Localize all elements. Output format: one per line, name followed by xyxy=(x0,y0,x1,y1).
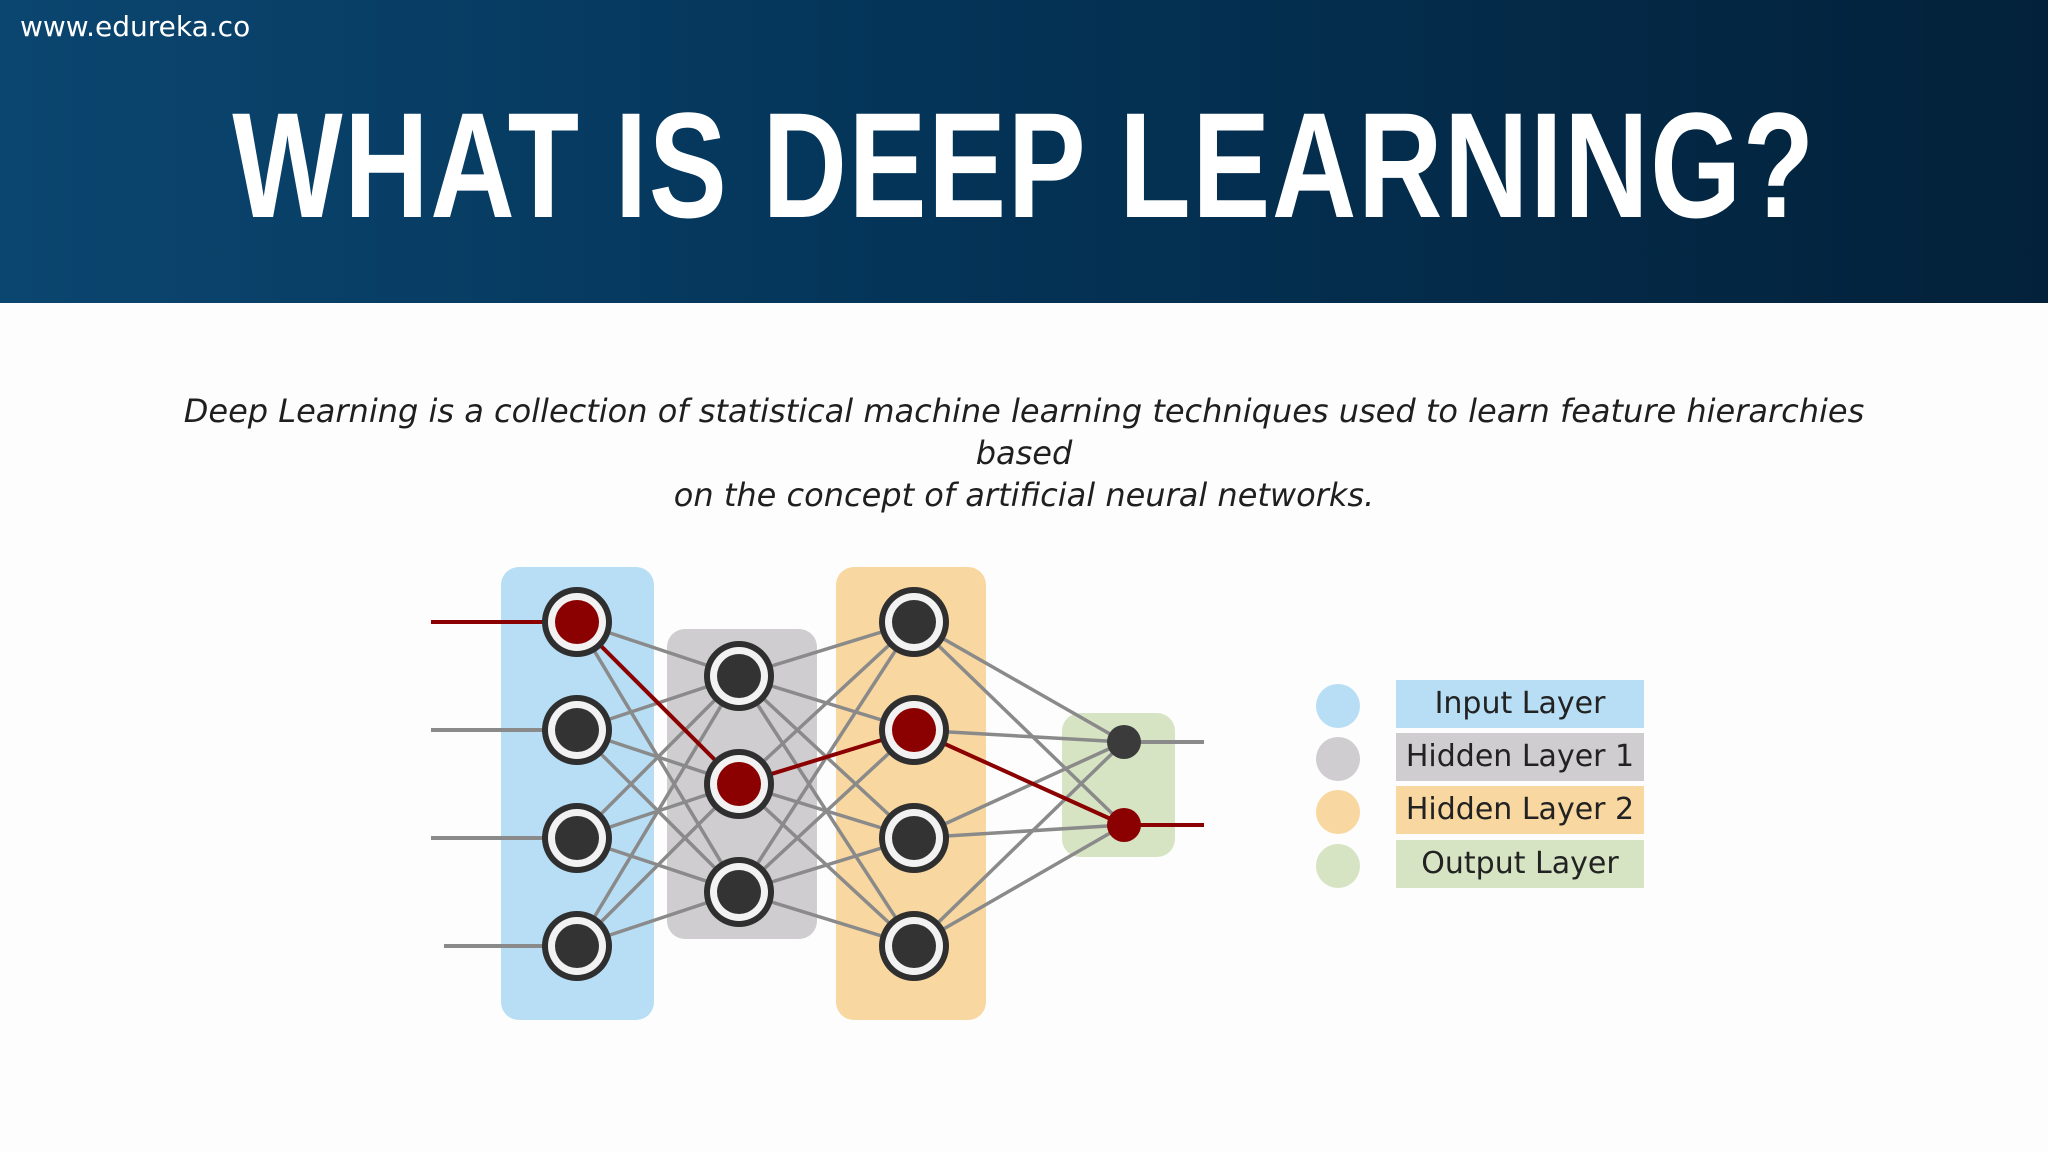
connection-edge xyxy=(912,823,1126,948)
legend-label: Hidden Layer 1 xyxy=(1396,733,1644,781)
active-connection-edge xyxy=(575,620,741,786)
connection-edge xyxy=(912,740,1126,840)
legend-label: Input Layer xyxy=(1396,680,1644,728)
legend-item-input-layer: Input Layer xyxy=(1316,680,1646,730)
definition-text: Deep Learning is a collection of statist… xyxy=(183,392,1865,514)
legend-item-hidden-layer-2: Hidden Layer 2 xyxy=(1316,786,1646,836)
connection-edge xyxy=(912,823,1126,840)
slide-title: WHAT IS DEEP LEARNING? xyxy=(232,81,1816,249)
connection-edge xyxy=(912,620,1126,827)
connection-edge xyxy=(737,728,916,894)
hidden1-neuron-core xyxy=(717,762,761,806)
connection-edge xyxy=(575,782,741,948)
connection-edge xyxy=(575,674,741,948)
hidden2-neuron-core xyxy=(892,816,936,860)
hidden-layer-2-swatch-icon xyxy=(1316,790,1360,834)
header-banner: www.edureka.co WHAT IS DEEP LEARNING? xyxy=(0,0,2048,303)
input-neuron-core xyxy=(555,708,599,752)
hidden1-neuron-core xyxy=(717,870,761,914)
output-layer-swatch-icon xyxy=(1316,844,1360,888)
hidden-layer-1-swatch-icon xyxy=(1316,737,1360,781)
hidden1-neuron-core xyxy=(717,654,761,698)
io-lines xyxy=(431,620,1204,948)
active-connection-edge xyxy=(912,728,1126,827)
output-neuron xyxy=(1107,725,1141,759)
connection-edge xyxy=(575,674,741,840)
input-neuron-core xyxy=(555,924,599,968)
hidden2-neuron-core xyxy=(892,600,936,644)
site-url: www.edureka.co xyxy=(20,10,251,43)
hidden2-neuron-core xyxy=(892,924,936,968)
connection-edge xyxy=(912,620,1126,744)
neuron-nodes xyxy=(542,587,1141,981)
input-layer-swatch-icon xyxy=(1316,684,1360,728)
legend-label: Hidden Layer 2 xyxy=(1396,786,1644,834)
input-neuron-core xyxy=(555,816,599,860)
legend-label: Output Layer xyxy=(1396,840,1644,888)
input-neuron-core xyxy=(555,600,599,644)
hidden2-neuron-core xyxy=(892,708,936,752)
connection-edge xyxy=(912,740,1126,948)
legend-item-output-layer: Output Layer xyxy=(1316,840,1646,890)
output-layer-panel xyxy=(1062,713,1175,857)
output-neuron xyxy=(1107,808,1141,842)
legend-item-hidden-layer-1: Hidden Layer 1 xyxy=(1316,733,1646,783)
connection-edge xyxy=(912,728,1126,744)
connection-edge xyxy=(737,620,916,786)
